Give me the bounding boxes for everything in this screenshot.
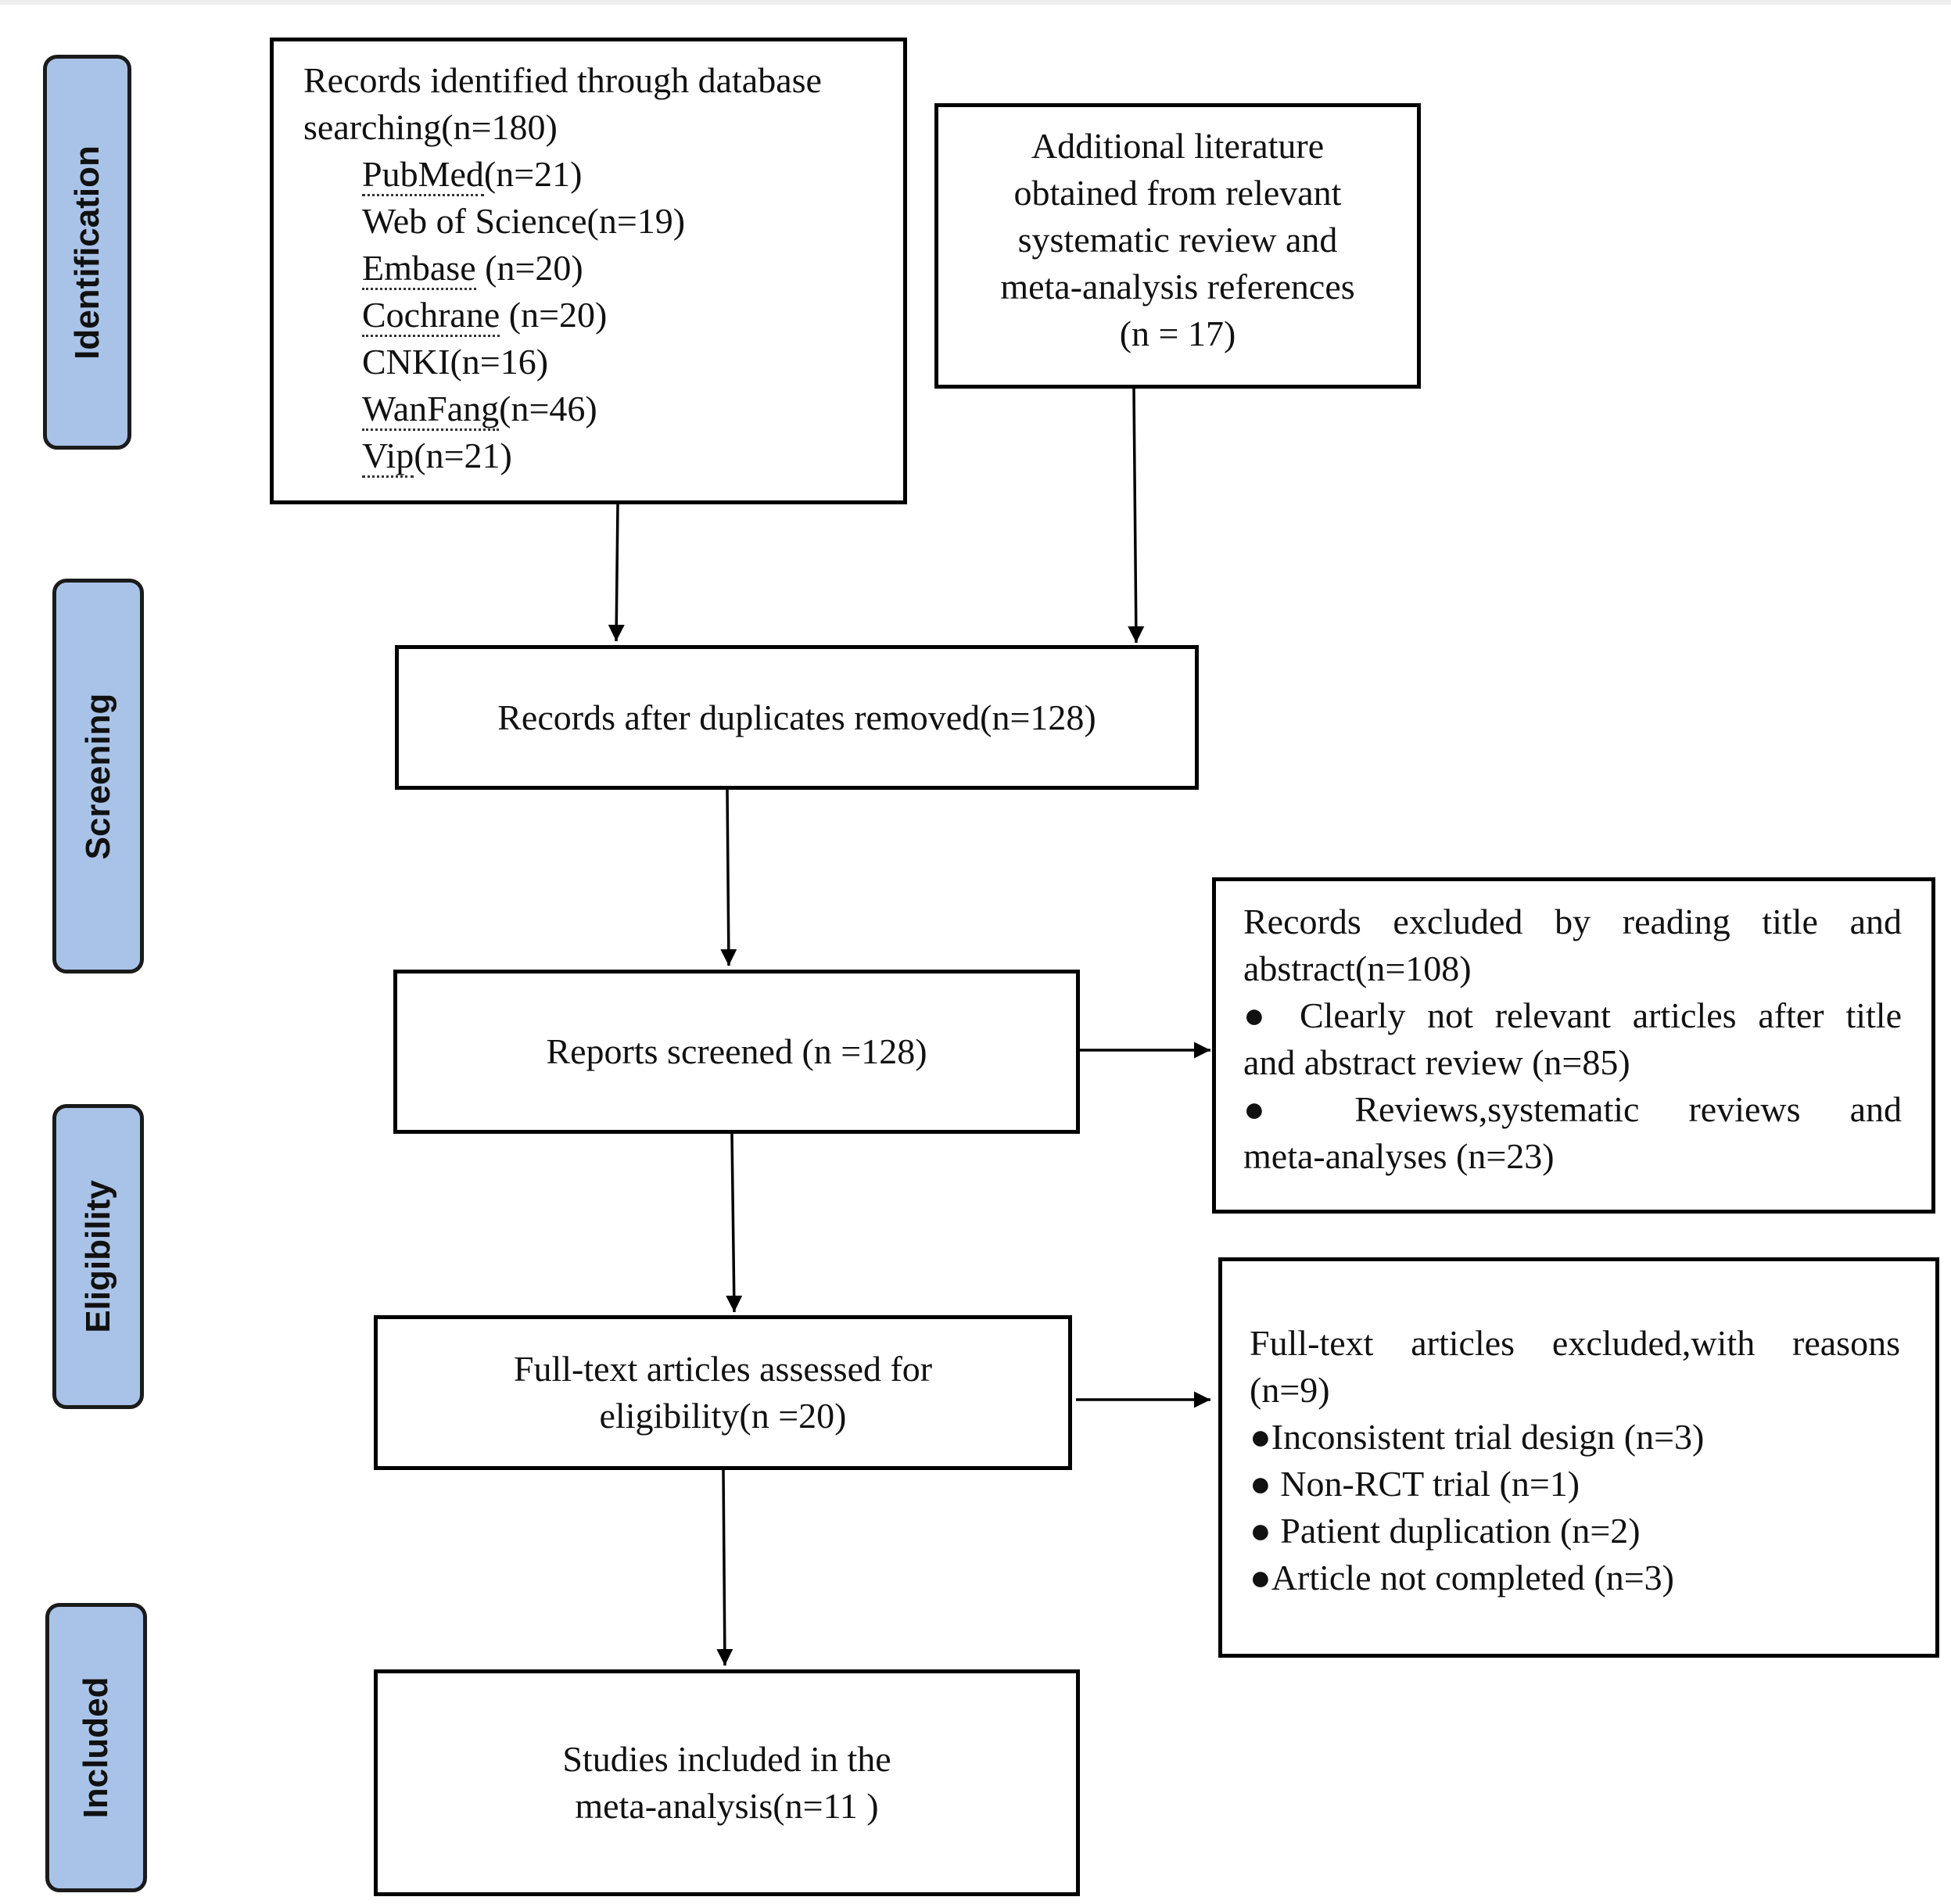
additional-literature-box: Additional literature obtained from rele… <box>934 103 1421 389</box>
additional-line2: obtained from relevant <box>1013 173 1342 213</box>
source-pubmed: PubMed(n=21) <box>362 151 903 198</box>
additional-line4: meta-analysis references <box>1000 267 1355 307</box>
top-border <box>0 0 1951 5</box>
database-box-line2: searching(n=180) <box>303 107 558 147</box>
reason-patient-duplication: ● Patient duplication (n=2) <box>1250 1511 1641 1551</box>
reports-screened-text: Reports screened (n =128) <box>546 1031 927 1071</box>
reason-not-completed: ●Article not completed (n=3) <box>1250 1558 1674 1597</box>
arrow-screened-to-fulltext <box>726 1133 743 1313</box>
additional-line1: Additional literature <box>1031 126 1325 166</box>
fulltext-line2: eligibility(n =20) <box>599 1396 847 1436</box>
fulltext-line1: Full-text articles assessed for <box>513 1349 933 1389</box>
excluded-bullet1-line2: and abstract review (n=85) <box>1243 1042 1630 1082</box>
source-cnki: CNKI(n=16) <box>362 342 549 382</box>
duplicates-removed-box: Records after duplicates removed(n=128) <box>395 645 1199 790</box>
source-cochrane: Cochrane (n=20) <box>362 292 903 339</box>
studies-included-box: Studies included in the meta-analysis(n=… <box>374 1669 1080 1896</box>
reason-non-rct: ● Non-RCT trial (n=1) <box>1250 1464 1580 1504</box>
fulltext-excluded-line2: (n=9) <box>1250 1370 1330 1410</box>
stage-eligibility: Eligibility <box>52 1104 144 1409</box>
excluded-bullet1-line1: ● Clearly not relevant articles after ti… <box>1243 995 1902 1035</box>
excluded-title-line2: abstract(n=108) <box>1243 948 1472 988</box>
arrow-additional-to-duplicates <box>1128 388 1145 644</box>
excluded-bullet2-line1: ● Reviews,systematic reviews and <box>1243 1089 1902 1129</box>
arrow-database-to-duplicates <box>608 504 625 642</box>
stage-included: Included <box>45 1603 147 1892</box>
excluded-bullet2-line2: meta-analyses (n=23) <box>1243 1136 1555 1176</box>
stage-identification: Identification <box>43 55 131 450</box>
source-wanfang: WanFang(n=46) <box>362 385 903 432</box>
arrow-fulltext-to-included <box>716 1469 733 1666</box>
duplicates-removed-text: Records after duplicates removed(n=128) <box>497 697 1096 737</box>
stage-screening: Screening <box>52 579 144 974</box>
source-vip: Vip(n=21) <box>362 432 903 479</box>
fulltext-excluded-box: Full-text articles excluded,with reasons… <box>1218 1257 1939 1658</box>
additional-line5: (n = 17) <box>1119 314 1236 353</box>
reason-inconsistent-design: ●Inconsistent trial design (n=3) <box>1250 1417 1705 1457</box>
database-box-line1: Records identified through database <box>303 60 822 100</box>
excluded-title-abstract-box: Records excluded by reading title and ab… <box>1212 877 1935 1214</box>
arrow-duplicates-to-screened <box>720 789 737 966</box>
reports-screened-box: Reports screened (n =128) <box>393 970 1080 1134</box>
database-search-box: Records identified through database sear… <box>270 38 907 504</box>
fulltext-excluded-line1: Full-text articles excluded,with reasons <box>1250 1323 1900 1363</box>
source-web-of-science: Web of Science(n=19) <box>362 201 686 241</box>
excluded-title-line1: Records excluded by reading title and <box>1243 902 1902 941</box>
fulltext-assessed-box: Full-text articles assessed for eligibil… <box>374 1315 1072 1470</box>
source-embase: Embase (n=20) <box>362 245 903 292</box>
included-line2: meta-analysis(n=11 ) <box>575 1786 879 1826</box>
included-line1: Studies included in the <box>562 1739 891 1779</box>
additional-line3: systematic review and <box>1017 220 1338 260</box>
